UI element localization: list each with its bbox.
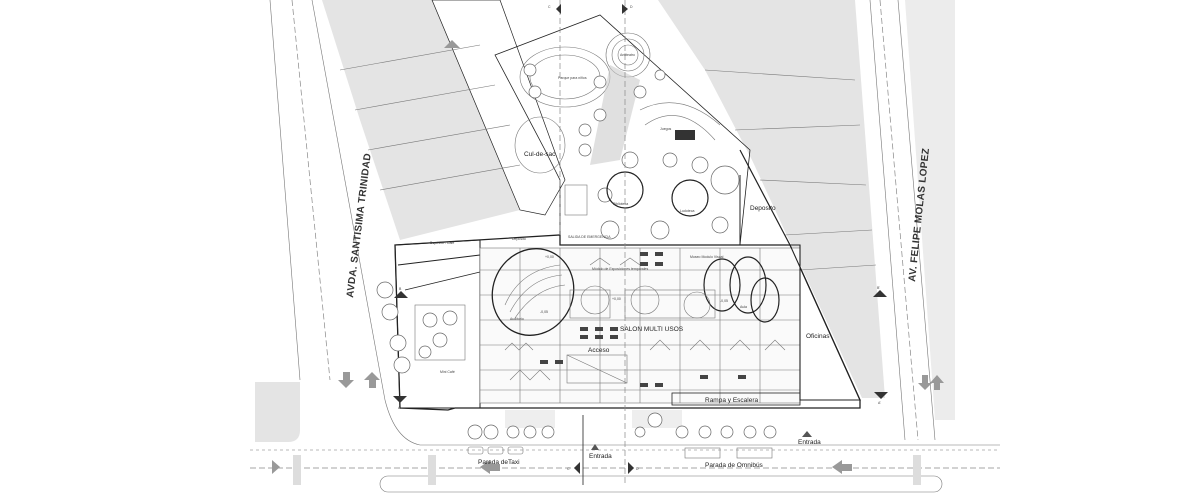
aula-label: Aula [740,305,747,309]
traffic-arrow-right-icon [272,460,280,474]
multiuse-hall-label: SALON MULTI USOS [620,326,684,333]
taxi-stop-label: Parada deTaxi [478,459,520,466]
traffic-arrows [272,40,944,474]
entrance-hall [566,354,628,384]
section-b-prime-label: B' [877,286,880,290]
section-d-prime-label: D' [636,467,640,471]
level-label: +0,00 [612,297,621,301]
entrance-right-label: Entrada [798,439,821,446]
display-panels [540,252,746,387]
offices [789,244,861,401]
traffic-arrow-left-icon [832,460,852,474]
ramp-stair-label: Rampa y Escalera [705,397,758,404]
void-left [569,289,611,319]
hatched-path [590,65,640,165]
crosswalk [293,455,301,485]
kids-park-label: Parque para niños [558,76,587,80]
section-b-label: B [399,287,402,291]
cul-de-sac-label: Cul-de-sac [524,151,556,158]
exhibition-module-label: Módulo de Exposiciones temporales [592,267,648,271]
cafe-tables [418,310,458,359]
street-left-label: AVDA. SANTISIMA TRINIDAD [345,153,374,299]
cafe-terrace [414,304,466,361]
emergency-exit-label: SALIDA DE EMERGENCIA [568,235,611,239]
cul-de-sac-circle [514,116,566,174]
crosswalk [428,455,436,485]
traffic-arrow-down-icon [338,372,354,388]
entrance-label: Entrada [589,453,612,460]
lot-far-right [905,0,955,420]
traffic-arrow-up-icon [930,375,944,390]
bus-stop-label: Parada de Omnibús [705,462,764,469]
taxi [507,446,524,455]
auditorium-label: Auditorio [510,317,524,321]
section-c-label: C [548,5,551,9]
taxi [467,446,484,455]
bus-shelter [736,447,773,459]
cafe-label: Mini Café [440,370,455,374]
offices-label: Oficinas [806,333,830,340]
level-label: +0,00 [545,255,554,259]
lot-upper-left [322,0,520,240]
plaza-trees [467,412,777,440]
void-right [624,289,716,319]
deposit-label: Deposito [750,205,776,212]
deposit-left-label: Depósito [512,237,526,241]
section-d-label: D [630,5,633,9]
lot-upper-right [658,0,885,398]
traffic-arrow-left-icon [480,460,500,474]
museum-module-label: Museo Modulo Visual [690,255,724,259]
traffic-arrow-up-icon [364,372,380,388]
playground-label: Juegos [660,127,672,131]
hall-grid [479,247,801,404]
taxi [487,446,504,455]
lot-lines [339,44,877,271]
trees [523,63,740,240]
restrooms [564,184,588,216]
building [376,234,861,411]
aula-rooms [703,256,780,323]
front-plaza [467,0,777,485]
sidewalk-trees-left [376,281,411,374]
bus-shelter [684,447,721,459]
section-c-prime-label: C' [567,467,571,471]
traffic-arrow-up-icon [444,40,460,48]
level-label: -0,05 [720,299,728,303]
ludoteca-rotunda [671,179,709,217]
play-structure [675,130,695,140]
section-markers: B A B' A' C D C' D' [393,4,888,474]
stair-strip [505,410,555,428]
ludoteca-label: Ludoteca [680,209,694,213]
neighbor-lots [255,0,955,442]
access-label: Acceso [588,347,610,354]
deposit-cafe-label: Depósito - Café [430,241,454,245]
auditorium [491,248,575,336]
traffic-arrow-down-icon [918,375,932,390]
section-a-prime-label: A' [878,401,881,405]
access-road [431,0,566,216]
level-label: -0,05 [540,310,548,314]
amphitheater-label: Anfiteatro [620,53,635,57]
zigzag-panels [504,257,786,381]
park [494,14,791,246]
lot-lower-left [255,382,300,442]
crosswalk [913,455,921,485]
library-label: Biblioteca [613,202,628,206]
road-median [379,475,943,493]
section-a-label: A [398,406,401,410]
